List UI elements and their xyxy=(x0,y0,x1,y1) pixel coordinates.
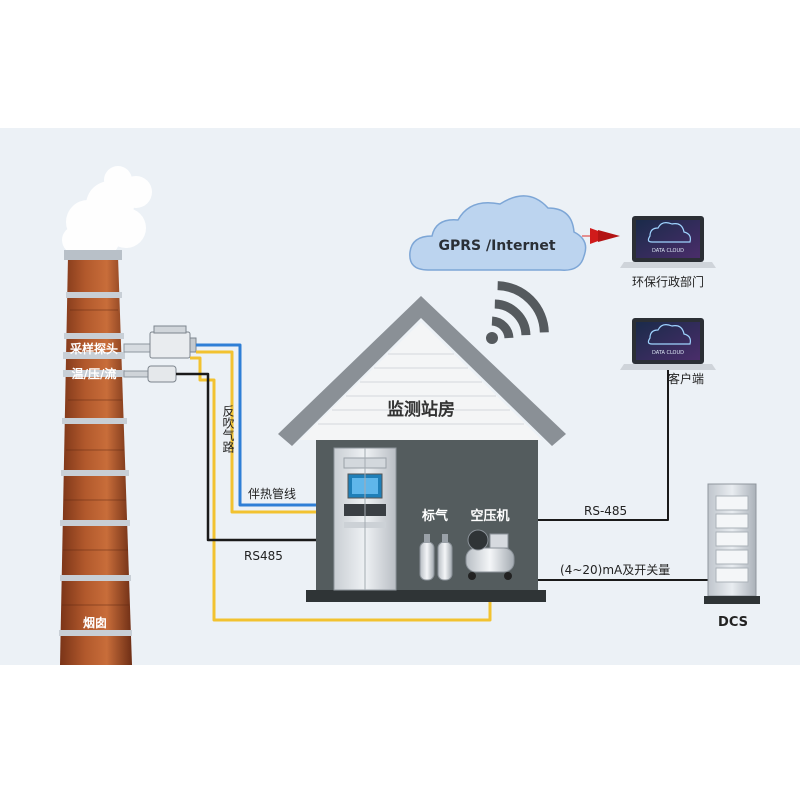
heated-pipe-line xyxy=(196,343,320,507)
sensor-label: 温/压/流 xyxy=(72,366,117,381)
gas-label: 标气 xyxy=(421,508,448,524)
chimney-label: 烟囱 xyxy=(83,615,107,630)
cloud-label: GPRS /Internet xyxy=(438,238,555,254)
dcs-label: DCS xyxy=(718,615,748,630)
flow-sensor-icon xyxy=(123,365,177,383)
dcs-cabinet-icon: DCS xyxy=(704,483,760,630)
backflush-line xyxy=(176,372,318,542)
connection-lines xyxy=(176,343,708,622)
heated-pipe-label: 伴热管线 xyxy=(248,486,296,501)
smoke-icon xyxy=(62,166,152,258)
monitoring-station-house: 监测站房 标气 空压机 xyxy=(278,296,566,602)
air-compressor-icon xyxy=(465,529,515,580)
arrow-right-icon xyxy=(582,228,620,244)
laptop-client: DATA CLOUD 客户端 xyxy=(620,318,716,386)
laptop-client-label: 客户端 xyxy=(668,371,704,386)
analog-label: (4~20)mA及开关量 xyxy=(560,563,670,577)
laptop-agency-label: 环保行政部门 xyxy=(632,274,704,289)
laptop-screen-text: DATA CLOUD xyxy=(652,350,684,356)
backflush-label: 反吹气路 xyxy=(221,405,235,454)
probe-label: 采样探头 xyxy=(69,341,118,356)
ground-line-yellow xyxy=(190,356,492,622)
chimney: 采样探头 温/压/流 烟囱 xyxy=(59,166,152,665)
rs485-right-line xyxy=(538,368,669,521)
gas-cylinder-icon xyxy=(419,534,453,581)
cloud-icon: GPRS /Internet xyxy=(409,195,587,271)
laptop-agency: DATA CLOUD 环保行政部门 xyxy=(620,216,716,289)
signal-line-yellow xyxy=(196,350,318,514)
station-title: 监测站房 xyxy=(387,399,455,420)
wifi-icon xyxy=(486,281,549,344)
rs485-left-label: RS485 xyxy=(244,549,283,563)
rs485-right-label: RS-485 xyxy=(584,504,627,518)
compressor-label: 空压机 xyxy=(470,508,509,524)
laptop-screen-text: DATA CLOUD xyxy=(652,248,684,254)
analyzer-cabinet-icon xyxy=(333,447,397,591)
